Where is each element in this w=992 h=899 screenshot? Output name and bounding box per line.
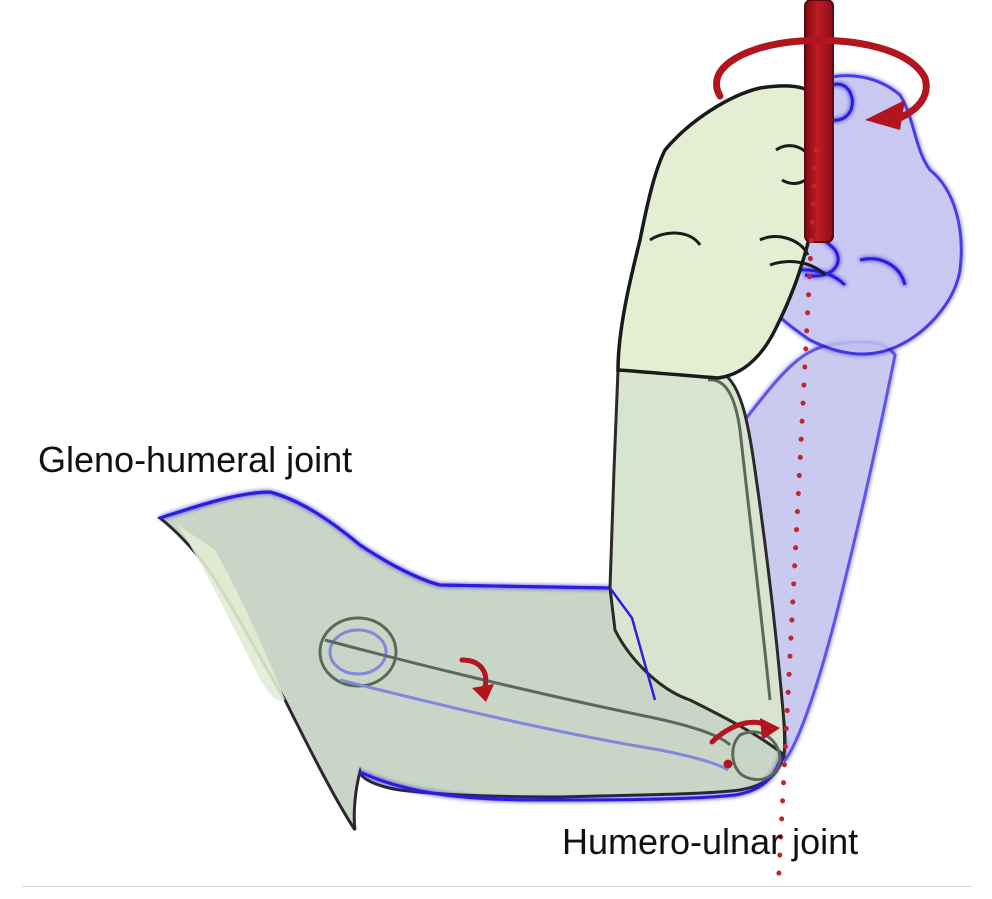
joint-dot-icon — [723, 759, 733, 769]
hand — [616, 84, 821, 380]
red-rod — [804, 0, 834, 243]
ulnar-arrowhead-icon — [760, 718, 780, 740]
rotation-arrow-icon — [713, 37, 930, 124]
rotation-arrowhead-icon — [865, 100, 905, 130]
humero-ulnar-label: Humero-ulnar joint — [562, 821, 859, 862]
bottom-divider — [22, 886, 972, 887]
radius-bone — [707, 378, 772, 701]
bone-outlines — [318, 616, 782, 781]
gleno-humeral-label: Gleno-humeral joint — [38, 439, 353, 480]
upper-arm-blue-outline — [159, 490, 787, 802]
rotation-axis-dotted — [775, 147, 819, 893]
elbow-arrowhead-icon — [472, 684, 494, 702]
shoulder-light-patch — [178, 525, 285, 701]
forearm-edge — [608, 587, 657, 701]
